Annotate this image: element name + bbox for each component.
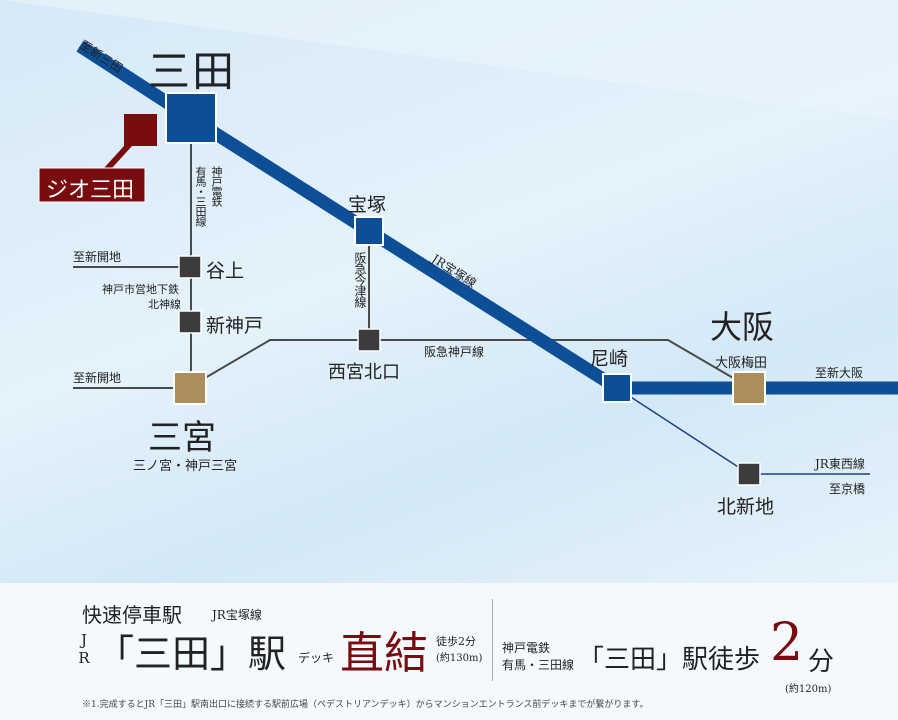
sannomiya-sub-label: 三ノ宮・神戸三宮 — [133, 459, 238, 474]
station-osaka — [732, 371, 766, 405]
amagasaki-label: 尼崎 — [590, 348, 629, 370]
access-info-panel: 快速停車駅 JR宝塚線 JR 「三田」駅 デッキ 直結 徒歩2分 (約130m)… — [0, 583, 898, 720]
direct-connection-label: 直結 — [340, 628, 428, 679]
shin-kobe-label: 新神戸 — [206, 315, 264, 337]
walk-distance-1: (約130m) — [436, 653, 483, 664]
to-shinkaichi-label-2: 至新開地 — [73, 371, 122, 385]
deck-label: デッキ — [298, 651, 335, 665]
jr-label: JR — [75, 631, 93, 667]
osaka-umeda-label: 大阪梅田 — [715, 356, 768, 371]
property-marker — [124, 114, 157, 146]
tanigami-label: 谷上 — [206, 260, 245, 282]
subway-line-label-1: 神戸市営地下鉄 — [102, 283, 179, 296]
sanda-label: 三田 — [148, 47, 237, 96]
nishinomiya-kitaguchi-label: 西宮北口 — [328, 362, 400, 383]
station-amagasaki — [602, 373, 632, 403]
walk-minutes: 2 — [770, 613, 804, 673]
walk-time-1: 徒歩2分 — [436, 635, 476, 648]
station-takarazuka — [354, 216, 384, 246]
osaka-label: 大阪 — [710, 308, 775, 346]
station-sannomiya — [173, 371, 207, 405]
to-kyobashi-label: 至京橋 — [829, 482, 866, 496]
hankyu-imazu-line-label: 阪急今津線 — [353, 252, 367, 307]
subway-line-label-2: 北神線 — [148, 298, 181, 311]
sannomiya-label: 三宮 — [148, 418, 216, 458]
property-label-box — [38, 167, 146, 203]
rapid-line-label: JR宝塚線 — [212, 608, 262, 622]
to-shin-osaka-label: 至新大阪 — [815, 366, 864, 380]
kitashinchi-label: 北新地 — [717, 496, 775, 518]
jr-tozai-line-label: JR東西線 — [815, 457, 865, 471]
takarazuka-label: 宝塚 — [348, 194, 387, 216]
station-name-walk-label: 「三田」駅徒歩 — [578, 645, 761, 675]
footnote: ※1.完成するとJR「三田」駅南出口に接続する駅前広場（ペデストリアンデッキ）か… — [82, 700, 649, 710]
hankyu-kobe-line-label: 阪急神戸線 — [424, 345, 485, 359]
station-tanigami — [178, 255, 202, 279]
arima-sanda-line-label: 有馬・三田線 — [194, 166, 207, 226]
hankyu-kobe-line — [204, 339, 741, 383]
station-shin-kobe — [178, 310, 202, 334]
station-nishinomiya-kitaguchi — [357, 328, 381, 352]
minutes-unit: 分 — [808, 647, 835, 677]
walk-distance-2: (約120m) — [785, 684, 832, 695]
route-lines — [0, 0, 898, 486]
rapid-stop-label: 快速停車駅 — [82, 603, 182, 627]
property-pointer — [104, 146, 132, 168]
kobe-dentetsu-label-2: 神戸電鉄 — [502, 641, 551, 655]
route-map: 至新三田 三田 ジオ三田 神戸電鉄 有馬・三田線 宝塚 JR宝塚線 阪急今津線 … — [0, 0, 898, 583]
arima-sanda-line-label-2: 有馬・三田線 — [502, 658, 575, 672]
property-label: ジオ三田 — [46, 178, 135, 203]
station-kitashinchi — [737, 462, 761, 486]
station-sanda — [165, 92, 217, 144]
kobe-dentetsu-label: 神戸電鉄 — [210, 166, 223, 206]
to-shinkaichi-label-1: 至新開地 — [73, 250, 122, 264]
station-name-label: 「三田」駅 — [96, 632, 287, 676]
divider — [492, 599, 493, 681]
